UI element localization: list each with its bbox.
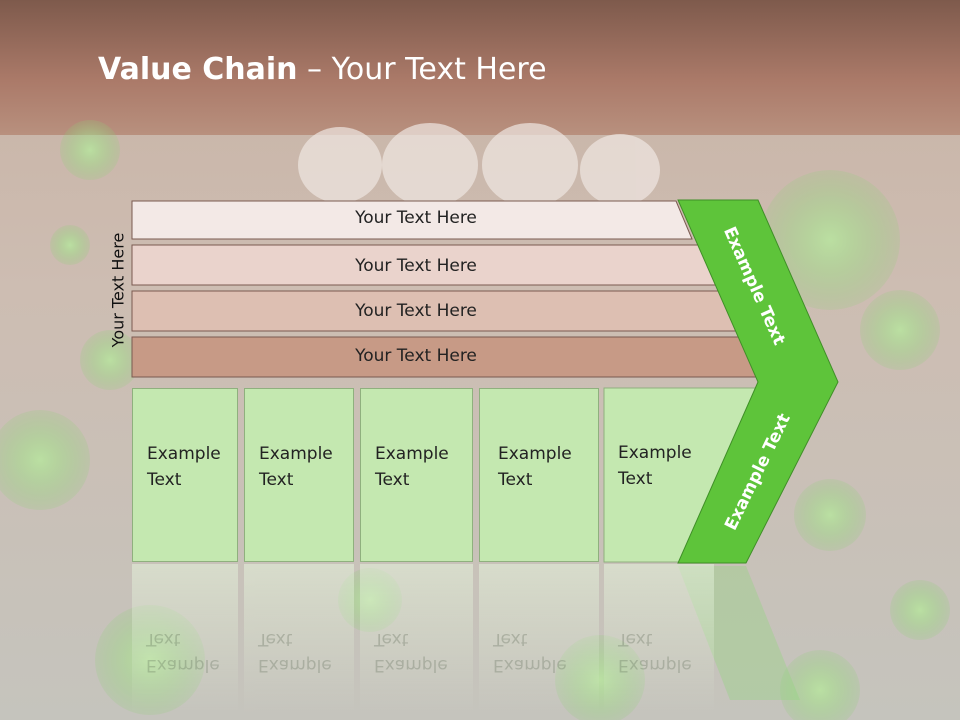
bar-1 [131,200,693,240]
side-label: Your Text Here [108,232,128,348]
bar-4-label: Your Text Here [355,346,477,366]
page-title: Value Chain – Your Text Here [98,52,547,87]
bar-2-label: Your Text Here [355,256,477,276]
chevron-shape [677,199,839,564]
bar-1-label: Your Text Here [355,208,477,228]
title-bold: Value Chain [98,52,298,87]
bar-3-label: Your Text Here [355,301,477,321]
title-rest: – Your Text Here [297,52,547,87]
